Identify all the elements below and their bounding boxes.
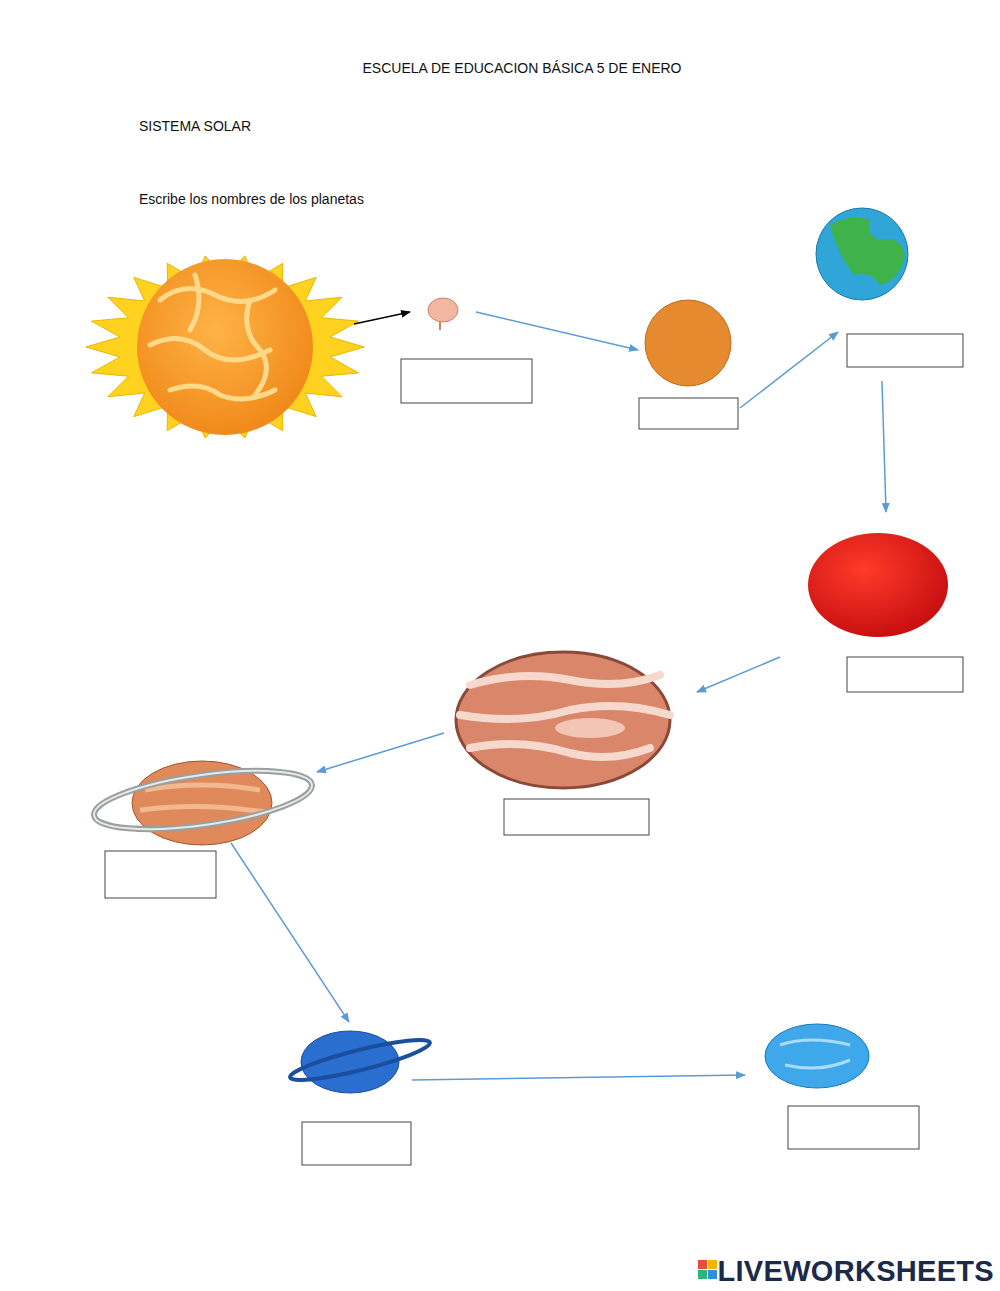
orbit-arrow [231,312,886,1080]
jupiter [456,652,670,788]
mars [808,533,948,637]
earth [816,208,908,300]
watermark: LIVEWORKSHEETS [718,1255,995,1287]
school-title: ESCUELA DE EDUCACION BÁSICA 5 DE ENERO [0,59,1000,77]
instruction: Escribe los nombres de los planetas [139,190,364,208]
saturn [91,760,316,845]
neptune [765,1024,869,1088]
logo-icon [698,1260,717,1279]
sun [86,256,364,438]
section-heading: SISTEMA SOLAR [139,117,251,135]
mercury [428,298,458,330]
uranus [288,1031,433,1093]
venus [645,300,731,386]
answer-box [105,334,963,1165]
